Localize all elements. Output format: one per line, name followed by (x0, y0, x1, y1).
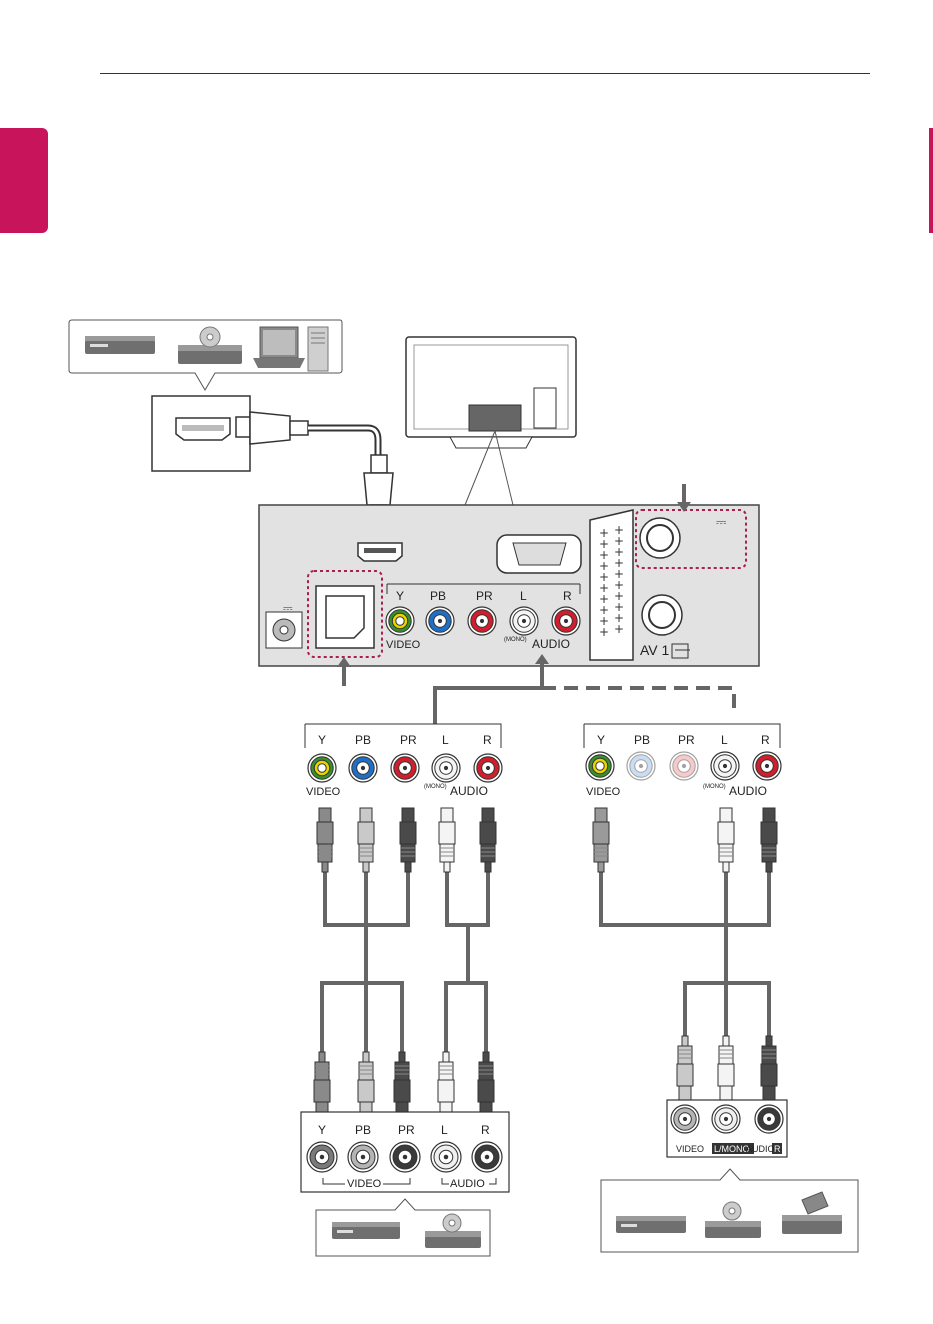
cable-in-port (642, 595, 682, 635)
tv-jack-pr (468, 607, 496, 635)
left-dev-jack-0 (307, 1142, 337, 1172)
vga-port (497, 535, 581, 573)
right-bottom-plug-1 (718, 1036, 734, 1100)
right-jack-row (586, 752, 781, 780)
left-mono-label: (MONO) (424, 784, 447, 790)
left-dev-video-label: VIDEO (347, 1178, 382, 1190)
left-jack-r (474, 754, 502, 782)
right-jack-pb (627, 752, 655, 780)
tv-jack-r (552, 607, 580, 635)
left-bottom-plug-4 (478, 1052, 494, 1116)
antenna-port (640, 518, 680, 558)
left-top-plug-2 (400, 808, 416, 872)
right-jack-r (753, 752, 781, 780)
left-jack-l (432, 754, 460, 782)
left-dev-label-pb: PB (355, 1123, 371, 1137)
right-dev-mono-label: L/MONO (714, 1144, 750, 1154)
tv-back-illustration (406, 337, 576, 505)
left-dev-label-r: R (481, 1123, 490, 1137)
right-top-plug-2 (761, 808, 777, 872)
right-label-r: R (761, 733, 770, 747)
left-video-label: VIDEO (306, 786, 341, 798)
left-label-pr: PR (400, 733, 417, 747)
left-dev-label-y: Y (318, 1123, 326, 1137)
left-bottom-plug-2 (394, 1052, 410, 1116)
dc-symbol: ⎓ (716, 514, 726, 529)
tv-mono-label: (MONO) (504, 637, 527, 643)
left-label-r: R (483, 733, 492, 747)
right-top-plug-1 (718, 808, 734, 872)
tv-jack-y (386, 607, 414, 635)
left-dev-audio-label: AUDIO (450, 1178, 485, 1190)
left-dev-label-pr: PR (398, 1123, 415, 1137)
right-bottom-plug-2 (761, 1036, 777, 1100)
laptop-icon (253, 327, 305, 368)
right-dev-video-label: VIDEO (676, 1144, 704, 1154)
component-cables (322, 870, 769, 1060)
tv-jack-pb (426, 607, 454, 635)
scart-pin: + (599, 625, 609, 639)
right-jack-l (711, 752, 739, 780)
left-top-plug-0 (317, 808, 333, 872)
right-dev-jack-0 (671, 1105, 699, 1133)
right-label-pb: PB (634, 733, 650, 747)
dc-power-symbol: ⎓ (283, 601, 293, 615)
right-device-jack-row (671, 1105, 783, 1133)
set-top-box-icon (616, 1216, 686, 1233)
tv-label-y: Y (396, 589, 404, 603)
hdmi-cable (236, 412, 393, 519)
av1-label: AV 1 (640, 642, 670, 658)
right-video-label: VIDEO (586, 786, 621, 798)
left-label-y: Y (318, 733, 326, 747)
scart-port (590, 510, 633, 660)
set-top-box-icon (85, 336, 155, 354)
right-top-plug-0 (593, 808, 609, 872)
tv-label-r: R (563, 589, 572, 603)
left-dev-label-l: L (441, 1123, 448, 1137)
optical-port (316, 586, 374, 648)
left-bottom-plug-1 (358, 1052, 374, 1116)
left-bottom-plug-3 (438, 1052, 454, 1116)
tv-label-pr: PR (476, 589, 493, 603)
right-dev-jack-2 (755, 1105, 783, 1133)
right-bottom-plug-0 (677, 1036, 693, 1100)
right-dev-jack-1 (712, 1105, 740, 1133)
scart-pin: + (614, 622, 624, 636)
right-dev-r-label: R (774, 1144, 781, 1154)
tv-audio-label: AUDIO (532, 637, 570, 651)
left-jack-pb (349, 754, 377, 782)
set-top-box-icon (332, 1222, 400, 1239)
right-jack-pr (670, 752, 698, 780)
left-top-plug-4 (480, 808, 496, 872)
right-label-l: L (721, 733, 728, 747)
left-label-pb: PB (355, 733, 371, 747)
left-label-l: L (442, 733, 449, 747)
tv-label-l: L (520, 589, 527, 603)
right-mono-label: (MONO) (703, 784, 726, 790)
hdmi-in-port (358, 543, 402, 561)
left-dev-jack-3 (431, 1142, 461, 1172)
right-label-pr: PR (678, 733, 695, 747)
right-dev-audio-label: AUDIO (746, 1144, 775, 1154)
left-dev-jack-1 (348, 1142, 378, 1172)
left-audio-label: AUDIO (450, 784, 488, 798)
left-jack-pr (391, 754, 419, 782)
right-jack-y (586, 752, 614, 780)
pc-tower-icon (308, 327, 328, 371)
tv-video-label: VIDEO (386, 639, 421, 651)
left-jack-y (308, 754, 336, 782)
right-audio-label: AUDIO (729, 784, 767, 798)
rca-plugs (314, 808, 777, 1116)
left-top-plug-1 (358, 808, 374, 872)
right-label-y: Y (597, 733, 605, 747)
tv-label-pb: PB (430, 589, 446, 603)
left-top-plug-3 (439, 808, 455, 872)
left-jack-row (308, 754, 502, 782)
left-dev-jack-2 (390, 1142, 420, 1172)
left-bottom-plug-0 (314, 1052, 330, 1116)
tv-jack-l (510, 607, 538, 635)
left-dev-jack-4 (472, 1142, 502, 1172)
dc-power-port (266, 612, 302, 648)
